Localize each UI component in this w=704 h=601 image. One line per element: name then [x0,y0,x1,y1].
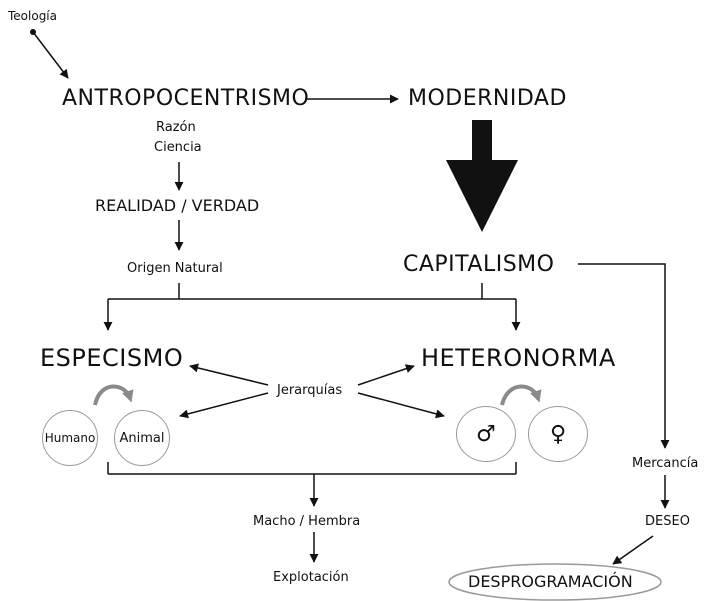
node-capitalismo: CAPITALISMO [403,252,555,277]
arrow-capitalismo-mercancia [578,263,670,449]
humano-circle: Humano [42,410,98,466]
node-explotacion: Explotación [273,570,349,585]
arrow-jerarquias-male [357,392,445,419]
node-ciencia: Ciencia [154,140,202,155]
cycle-arrow-male-female [500,384,542,406]
node-animal: Animal [119,430,165,446]
node-razon: Razón [156,120,196,135]
arrow-deseo-desprogramacion [612,535,654,565]
node-desprogramacion: DESPROGRAMACIÓN [468,572,633,591]
node-origen-natural: Origen Natural [127,261,223,276]
arrow-jerarquias-heteronorma [357,364,415,386]
node-deseo: DESEO [645,514,690,529]
node-mercancia: Mercancía [632,456,699,471]
female-circle: ♀ [528,406,588,462]
node-especismo: ESPECISMO [40,344,184,372]
node-macho-hembra: Macho / Hembra [253,514,361,529]
node-modernidad: MODERNIDAD [408,86,567,111]
node-teologia: Teología [8,9,57,23]
node-jerarquias: Jerarquías [277,383,343,398]
arrow-teologia-antropocentrismo [32,31,69,79]
arrow-jerarquias-animal [179,392,269,419]
male-circle: ♂ [456,406,516,462]
node-realidad-verdad: REALIDAD / VERDAD [95,196,260,215]
big-arrow-modernidad-capitalismo [446,120,518,232]
cycle-arrow-humano-animal [93,384,134,406]
male-symbol: ♂ [476,421,496,447]
desprogramacion-ellipse [448,563,662,601]
node-heteronorma: HETERONORMA [421,344,616,372]
animal-circle: Animal [114,410,170,466]
node-humano: Humano [44,431,96,445]
arrow-jerarquias-especismo [189,363,269,386]
female-symbol: ♀ [549,421,567,447]
node-antropocentrismo: ANTROPOCENTRISMO [62,86,310,111]
